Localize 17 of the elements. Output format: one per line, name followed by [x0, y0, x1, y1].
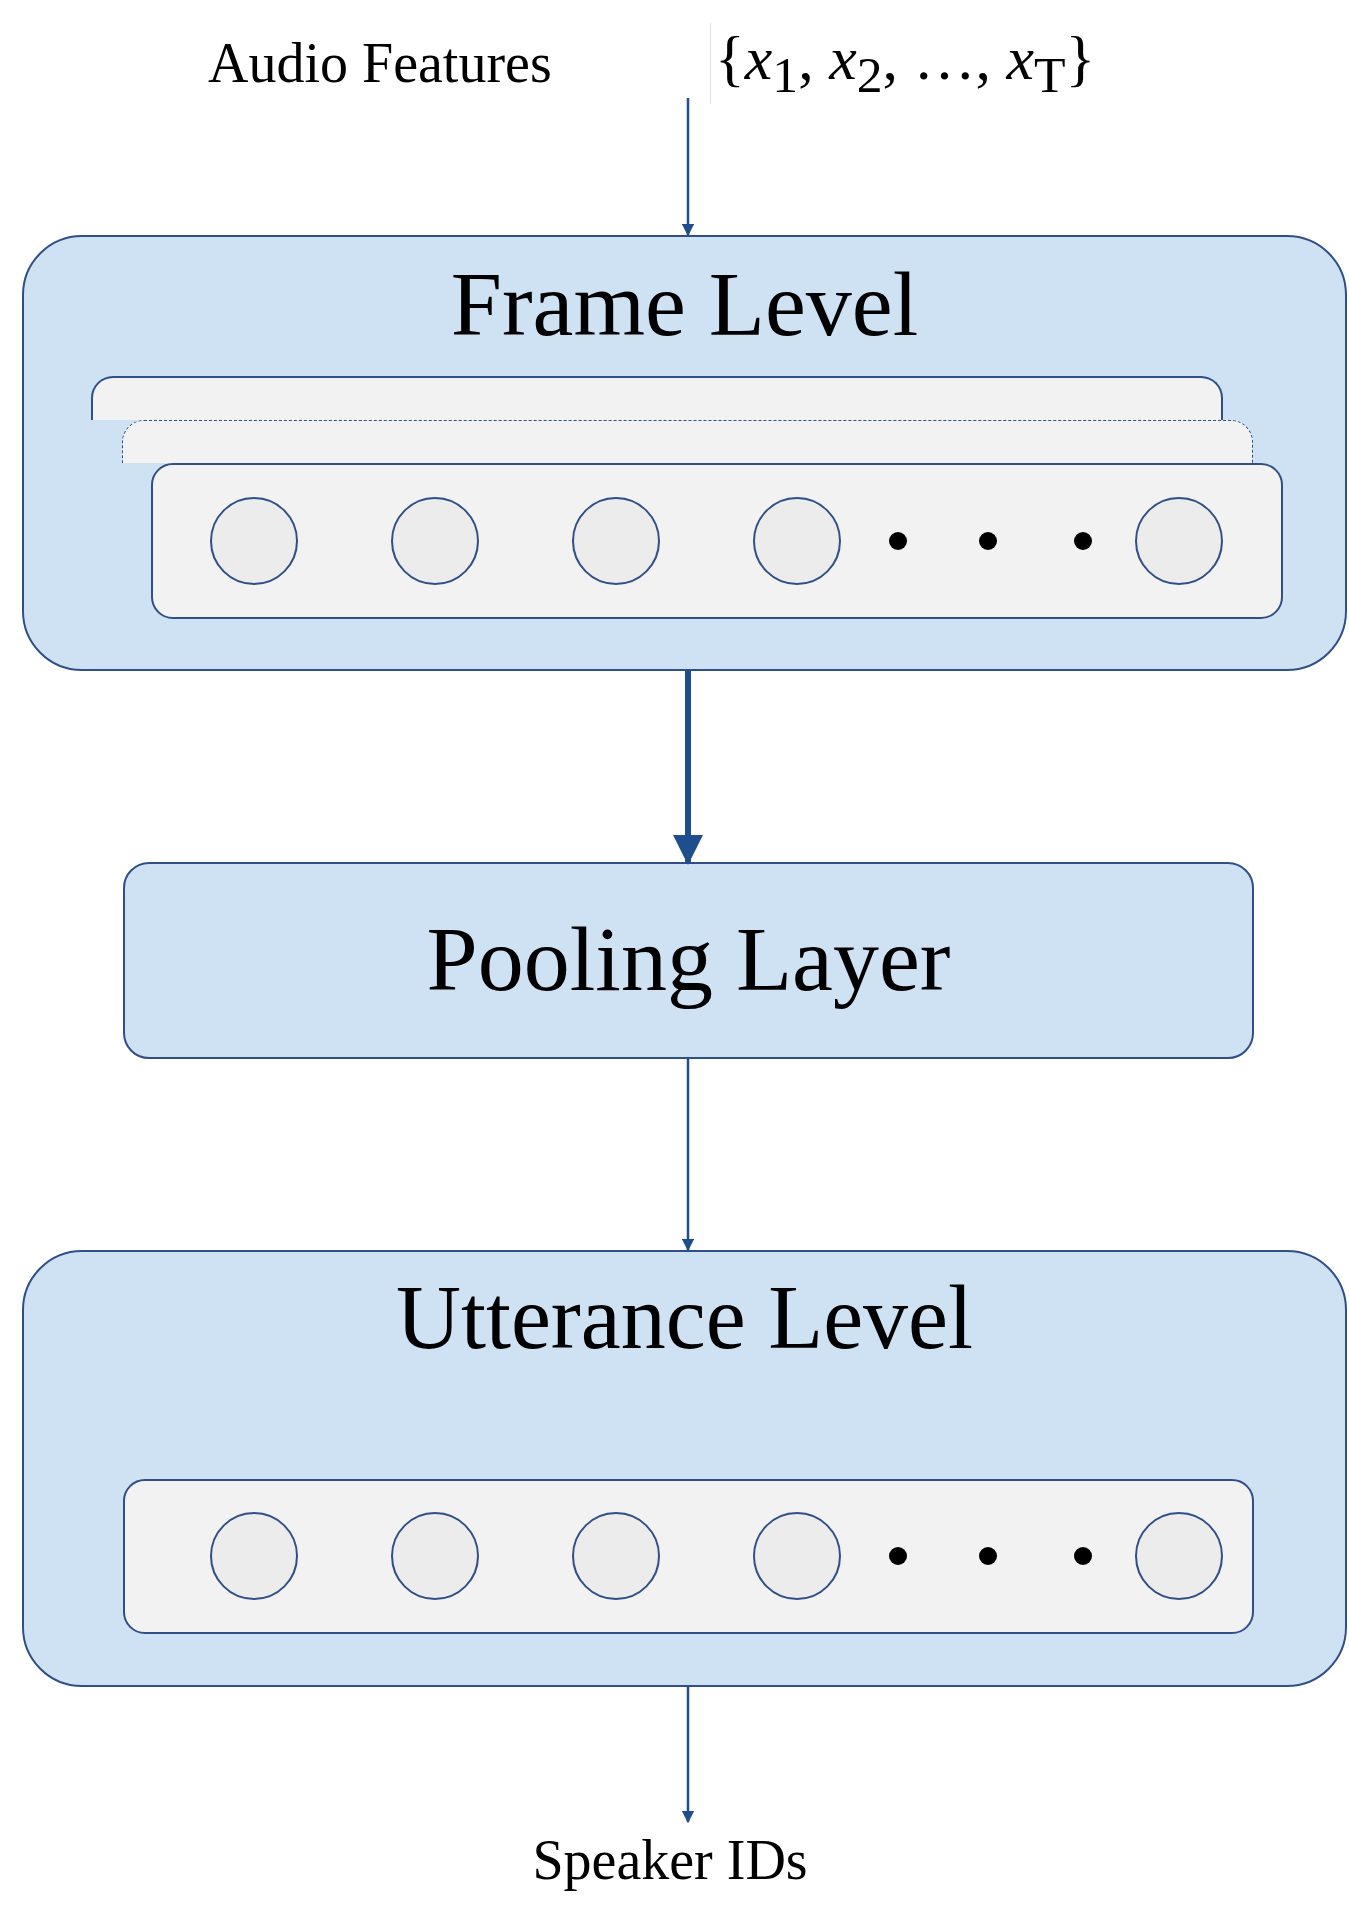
panel-title: Utterance Level: [395, 1267, 974, 1369]
module-panel: [22, 235, 1347, 671]
arrow: [681, 98, 695, 237]
arrow: [673, 671, 703, 865]
input-sequence-formula: {x$_{1}$, x$_{2}$, …, x$_{T}$}: [710, 23, 1096, 105]
pooling-layer-box: [123, 862, 1254, 1059]
layer-box: [151, 463, 1283, 619]
layer-box: [122, 420, 1253, 463]
module-panel: [22, 1250, 1347, 1687]
layer-box: [91, 376, 1223, 420]
output-label: Speaker IDs: [531, 1828, 809, 1892]
panel-title: Frame Level: [450, 252, 919, 357]
arrow: [681, 1687, 695, 1824]
arrow: [681, 1059, 695, 1252]
layer-box: [123, 1479, 1254, 1634]
panel-title: Pooling Layer: [426, 907, 951, 1012]
input-label: Audio Features: [208, 31, 552, 95]
